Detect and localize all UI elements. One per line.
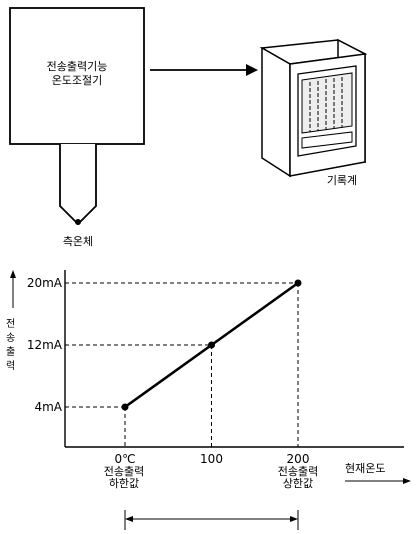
data-point [121,403,129,411]
recorder-label: 기록계 [326,174,358,187]
controller-title-line1: 전송출력기능 [46,60,108,73]
recorder-icon [259,38,368,178]
high-note-line1: 전송출력 [277,465,319,478]
high-note-line2: 상한값 [282,477,314,490]
sensor-label: 측온체 [62,235,94,248]
y-tick-label: 12mA [27,338,63,352]
sensor-tip [75,219,81,225]
y-arrow-head [10,270,16,278]
low-note-line1: 전송출력 [103,465,145,478]
x-tick-label: 200 [287,452,310,466]
signal-arrow-head [246,64,258,76]
data-point [208,341,215,349]
y-axis-label: 전송출력 [6,319,16,372]
range-arrow-right [290,516,298,522]
controller-box [9,7,145,145]
x-tick-label: 0℃ [114,452,135,466]
x-tick-label: 100 [200,452,223,466]
data-point [294,279,302,287]
low-note-line2: 하한값 [108,477,140,490]
x-arrow-head [403,478,411,484]
y-tick-label: 4mA [34,400,62,414]
x-axis-label: 현재온도 [345,462,386,475]
range-arrow-left [125,516,133,522]
controller-title-line2: 온도조절기 [51,74,103,87]
y-tick-label: 20mA [27,276,63,290]
